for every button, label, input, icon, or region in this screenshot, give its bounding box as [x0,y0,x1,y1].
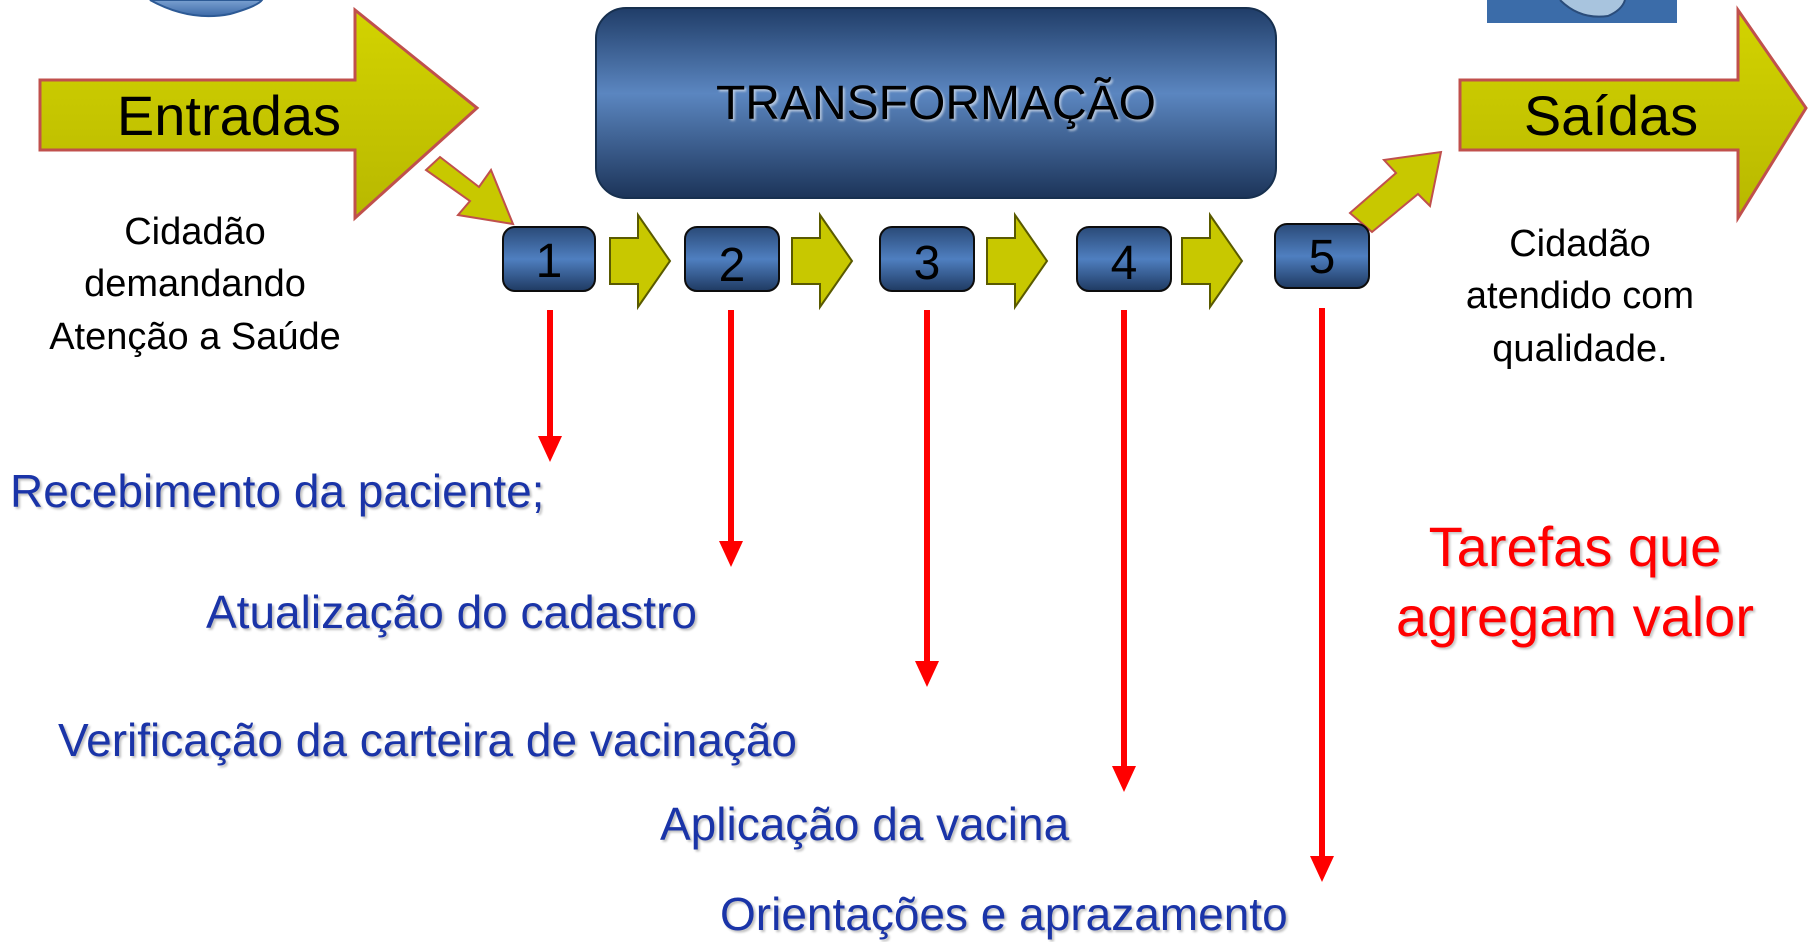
task-label-3: Verificação da carteira de vacinação [58,714,797,766]
decorative-circle-fragment [149,0,264,18]
task-label-1: Recebimento da paciente; [10,465,545,517]
step-connector-4-5 [1181,211,1244,311]
step-connector-1-2 [609,211,672,311]
step-number-1: 1 [535,235,563,288]
step-box-3 [879,226,975,292]
transformation-label: TRANSFORMAÇÃO [715,77,1156,130]
red-arrow-4 [1112,310,1136,792]
inputs-description-line: Atenção a Saúde [49,315,341,358]
outputs-description-line: Cidadão [1509,223,1651,265]
red-arrow-5 [1310,308,1334,882]
step-number-4: 4 [1110,237,1138,290]
step-number-3: 3 [913,237,941,290]
task-label-4: Aplicação da vacina [660,798,1070,850]
outputs-description: Cidadão atendido com qualidade. [1415,218,1745,375]
step-connector-3-4 [986,211,1049,311]
inputs-description-line: Cidadão [124,211,266,253]
inputs-arrow-shape [38,6,480,222]
value-added-note-line: Tarefas que [1428,515,1722,578]
transformation-box [595,7,1277,199]
step-connector-2-3 [791,211,854,311]
step-box-4 [1076,226,1172,292]
diagonal-arrow-out [1348,150,1443,234]
inputs-description: Cidadão demandando Atenção a Saúde [10,206,380,363]
inputs-description-line: demandando [84,263,306,306]
task-label-2: Atualização do cadastro [206,586,697,638]
step-number-2: 2 [718,239,746,292]
decorative-image-fragment [1487,0,1677,23]
step-box-1 [502,226,596,292]
outputs-description-line: atendido com [1465,275,1695,318]
inputs-label: Entradas [116,84,342,147]
step-box-5 [1274,223,1370,289]
red-arrow-2 [719,310,743,567]
value-added-note: Tarefas que agregam valor [1365,512,1785,652]
outputs-description-line: qualidade. [1492,327,1668,370]
step-number-5: 5 [1308,231,1336,284]
step-box-2 [684,226,780,292]
diagonal-arrow-in [424,155,515,226]
outputs-label: Saídas [1523,84,1699,147]
red-arrow-3 [915,310,939,687]
value-added-note-line: agregam valor [1396,585,1754,648]
task-label-5: Orientações e aprazamento [720,888,1288,940]
red-arrow-1 [538,310,562,462]
outputs-arrow-shape [1458,5,1808,224]
